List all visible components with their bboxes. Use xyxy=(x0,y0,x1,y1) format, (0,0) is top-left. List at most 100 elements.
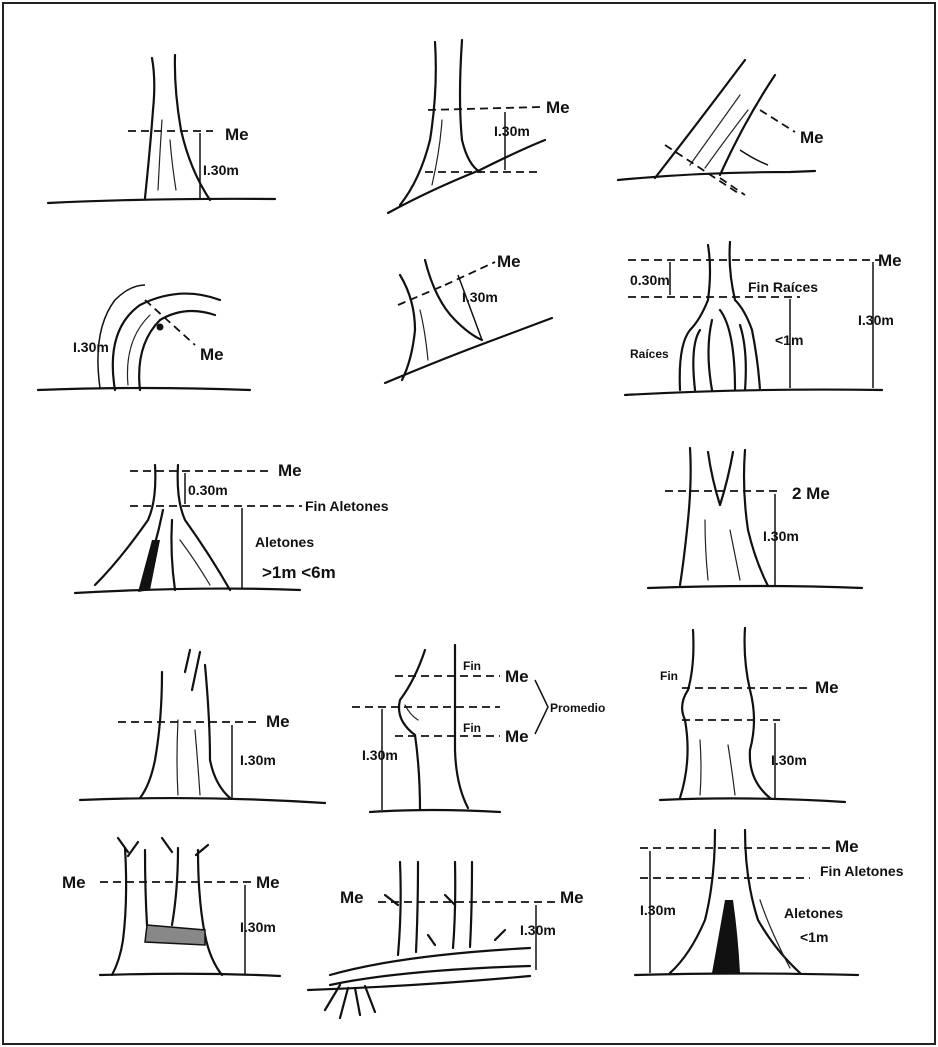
buttress-end-label: Fin Aletones xyxy=(305,498,389,514)
bark-lines xyxy=(700,740,735,795)
bark-lines xyxy=(432,120,442,185)
bark-lines xyxy=(420,310,428,360)
trunk-left xyxy=(680,630,693,798)
buttress-range-label: <1m xyxy=(800,929,828,945)
trunk-left xyxy=(400,275,415,380)
height-label: I.30m xyxy=(240,752,276,768)
fork-notch xyxy=(708,452,733,505)
ground-line xyxy=(38,388,250,390)
ground-slope xyxy=(388,140,545,213)
lower-fin-label: Fin xyxy=(463,721,481,735)
me-label: Me xyxy=(266,712,290,731)
right-me-label: Me xyxy=(560,888,584,907)
trunk-right xyxy=(460,40,480,172)
panel-buttress-tree: Me 0.30m Fin Aletones Aletones >1m <6m xyxy=(75,461,389,593)
sprout-left xyxy=(398,862,418,955)
trunk-left xyxy=(400,42,436,205)
buttress-shadow xyxy=(138,540,160,592)
buttresses-label: Aletones xyxy=(255,534,314,550)
height-label: I.30m xyxy=(240,919,276,935)
buttress-left xyxy=(670,830,715,973)
height-label: I.30m xyxy=(362,747,398,763)
root-stilts-b xyxy=(720,310,746,390)
angle-arc xyxy=(740,150,768,165)
trunk-left xyxy=(680,245,710,390)
height-label: I.30m xyxy=(763,528,799,544)
broken-top xyxy=(185,650,200,690)
me-line xyxy=(145,300,195,345)
panel-deformed-average: Fin Me Fin Me Promedio I.30m xyxy=(352,645,605,812)
arc-dim xyxy=(98,285,145,388)
stem-left-inner xyxy=(145,850,147,925)
stem-twigs xyxy=(118,838,208,856)
trunk-outer xyxy=(113,294,220,390)
bark-lines xyxy=(705,520,740,580)
height-dim xyxy=(458,275,482,340)
fin-label: Fin xyxy=(660,669,678,683)
base-perpendicular-2 xyxy=(720,178,745,195)
upper-fin-label: Fin xyxy=(463,659,481,673)
bark-lines xyxy=(690,95,748,168)
stem-joint xyxy=(145,925,205,945)
height-label: I.30m xyxy=(494,123,530,139)
bark-lines xyxy=(177,720,200,795)
ground-line xyxy=(48,199,275,203)
me-label: Me xyxy=(815,678,839,697)
panel-bulge-tree: Fin Me I.30m xyxy=(660,628,845,802)
root-stilts-a xyxy=(693,320,712,390)
height-label: I.30m xyxy=(203,162,239,178)
bark-lines xyxy=(180,540,210,585)
ground-line xyxy=(370,810,500,812)
ground-line xyxy=(660,798,845,802)
panel-tree-on-slope: Me I.30m xyxy=(388,40,570,213)
panel-fallen-tree-sprouts: Me Me I.30m xyxy=(308,862,584,1018)
buttress-right xyxy=(745,830,800,973)
me-label: Me xyxy=(546,98,570,117)
offset-label: 0.30m xyxy=(630,272,670,288)
me-label: Me xyxy=(200,345,224,364)
panel-small-buttress-tree: Me Fin Aletones Aletones <1m I.30m xyxy=(635,830,904,975)
root-end-label: Fin Raíces xyxy=(748,279,818,295)
buttress-shadow xyxy=(712,900,740,973)
lower-me-label: Me xyxy=(505,727,529,746)
ground-line xyxy=(618,171,815,180)
log-bottom xyxy=(330,966,530,985)
trunk-left xyxy=(399,650,425,810)
panel-broken-top-tree: Me I.30m xyxy=(80,650,325,803)
height-label: I.30m xyxy=(520,922,556,938)
trunk-right xyxy=(720,75,775,175)
me-label: Me xyxy=(835,837,859,856)
height-label: I.30m xyxy=(858,312,894,328)
panel-tree-on-slope-2: Me I.30m xyxy=(385,252,552,383)
stem-right-inner xyxy=(172,848,178,925)
height-label: I.30m xyxy=(771,752,807,768)
average-bracket xyxy=(535,680,548,734)
trunk-left xyxy=(680,448,691,585)
panel-forked-tree: 2 Me I.30m xyxy=(648,448,862,588)
buttress-end-label: Fin Aletones xyxy=(820,863,904,879)
trunk-right xyxy=(175,55,210,200)
left-me-label: Me xyxy=(340,888,364,907)
me-label: Me xyxy=(497,252,521,271)
panel-curved-tree: I.30m Me xyxy=(38,285,250,390)
left-me-label: Me xyxy=(62,873,86,892)
trunk-left xyxy=(145,58,154,198)
me-line xyxy=(428,107,540,110)
me-label: Me xyxy=(878,251,902,270)
ground-line xyxy=(100,974,280,976)
height-label: I.30m xyxy=(640,902,676,918)
height-label: I.30m xyxy=(462,289,498,305)
measure-point xyxy=(157,324,164,331)
stem-right-outer xyxy=(198,850,222,975)
trunk-right xyxy=(205,665,230,798)
upper-me-label: Me xyxy=(505,667,529,686)
buttress-range-label: >1m <6m xyxy=(262,563,336,582)
base-perpendicular xyxy=(665,145,738,193)
ground-slope xyxy=(385,318,552,383)
offset-label: 0.30m xyxy=(188,482,228,498)
ground-line xyxy=(635,974,858,976)
ground-line xyxy=(80,798,325,803)
me-label: Me xyxy=(800,128,824,147)
right-me-label: Me xyxy=(256,873,280,892)
